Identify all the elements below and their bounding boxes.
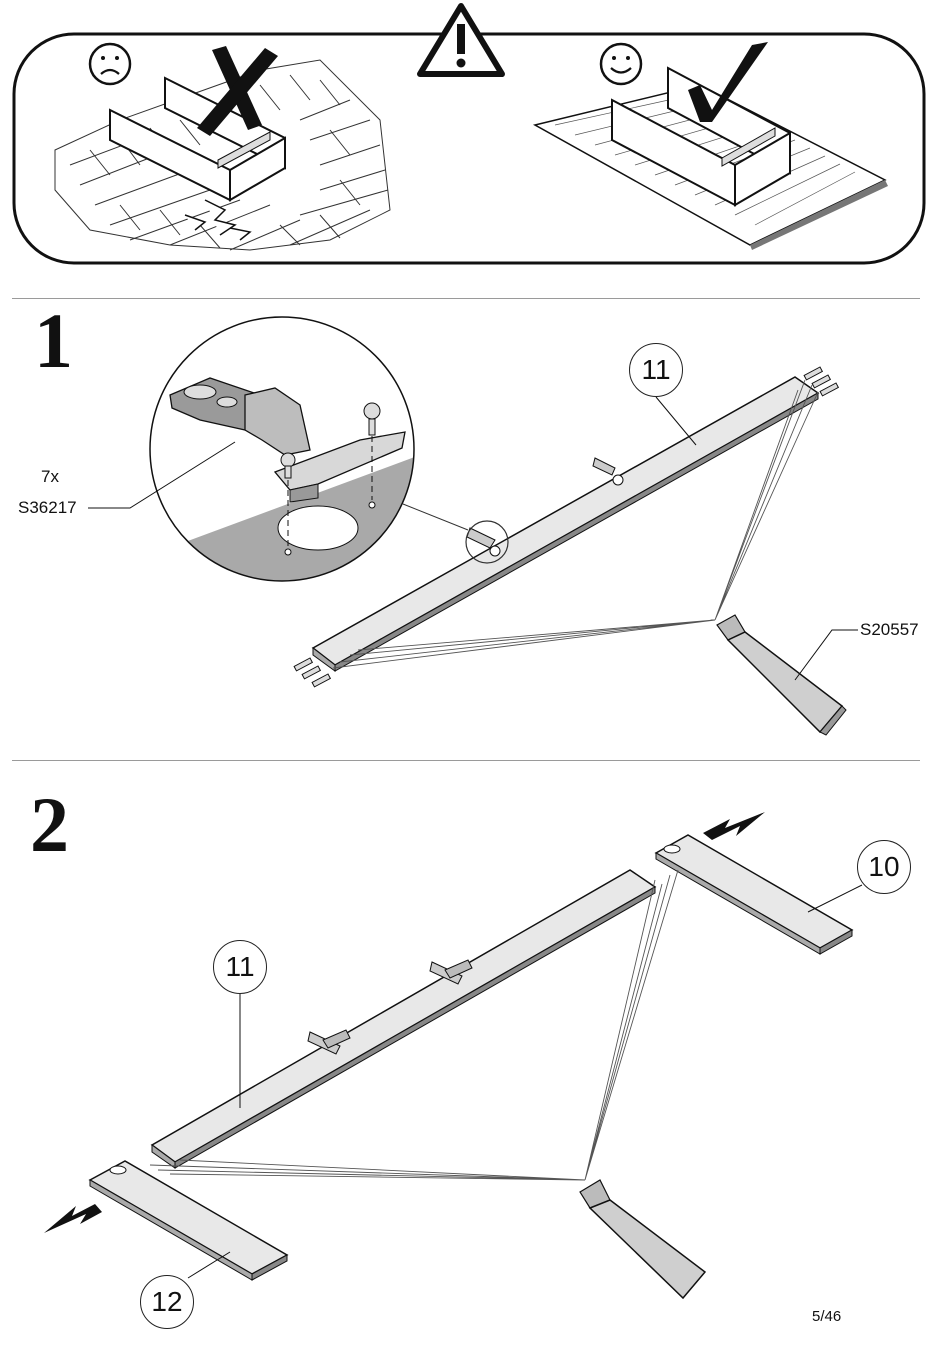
part-callout-11: 11 <box>213 940 267 994</box>
arrow-icon <box>703 812 765 840</box>
board-12 <box>90 1161 287 1280</box>
board-10 <box>656 835 852 954</box>
page-number: 5/46 <box>812 1308 841 1325</box>
part-callout-10: 10 <box>857 840 911 894</box>
glue-tube <box>580 1180 705 1298</box>
board-11 <box>152 870 655 1168</box>
part-callout-12: 12 <box>140 1275 194 1329</box>
arrow-icon <box>44 1204 102 1233</box>
